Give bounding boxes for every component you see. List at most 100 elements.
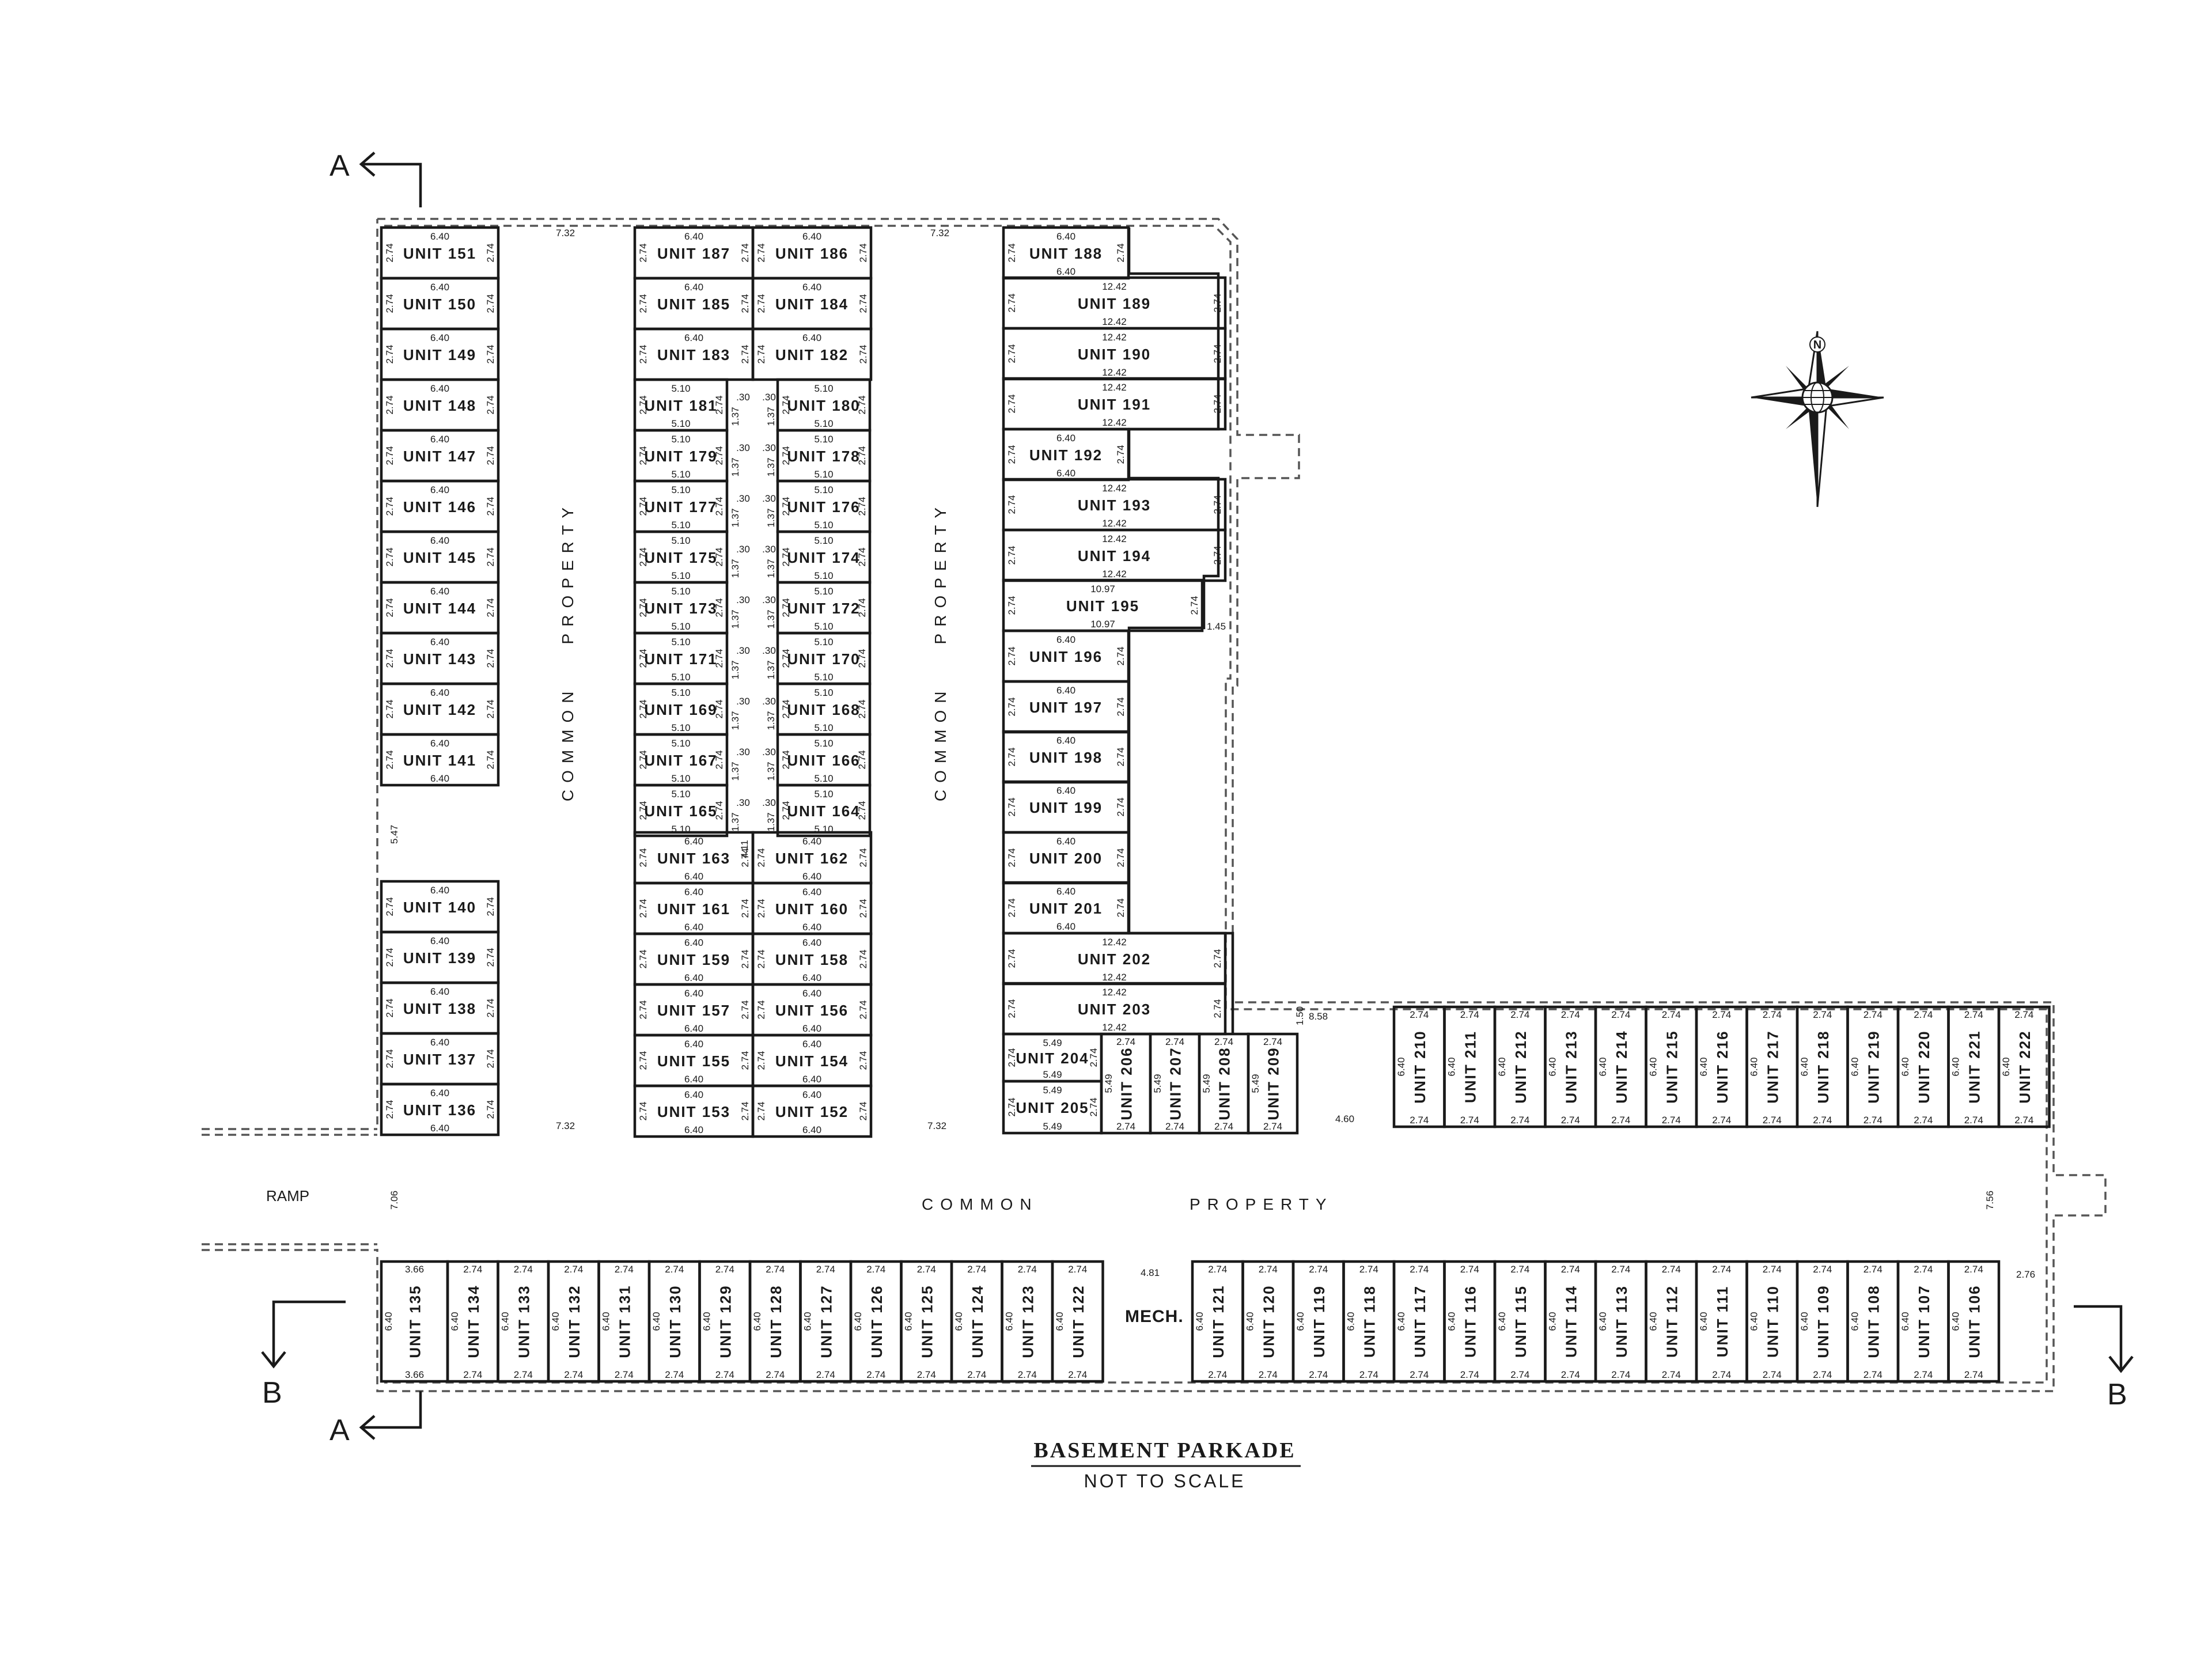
unit-label-182: UNIT 182 bbox=[775, 346, 849, 363]
unit-depth-dim: 2.74 bbox=[384, 547, 395, 566]
unit-label-125: UNIT 125 bbox=[918, 1285, 935, 1358]
unit-depth-dim: 2.74 bbox=[756, 949, 767, 968]
unit-depth-dim: 2.74 bbox=[740, 344, 751, 363]
unit-width-dim: 2.74 bbox=[1561, 1009, 1580, 1020]
unit-label-140: UNIT 140 bbox=[403, 899, 476, 916]
unit-width-dim: 2.74 bbox=[1763, 1264, 1782, 1275]
notch-dim: 1.37 bbox=[766, 559, 777, 578]
unit-label-113: UNIT 113 bbox=[1613, 1285, 1630, 1358]
unit-depth-dim: 2.74 bbox=[1212, 999, 1223, 1018]
unit-width-dim: 2.74 bbox=[766, 1369, 785, 1380]
unit-label-112: UNIT 112 bbox=[1663, 1285, 1680, 1358]
unit-width-dim: 2.74 bbox=[1964, 1264, 1983, 1275]
notch-dim: .30 bbox=[762, 392, 776, 403]
unit-209 bbox=[1247, 1032, 1299, 1135]
unit-width-dim: 2.74 bbox=[1561, 1369, 1580, 1380]
notch-dim: 1.37 bbox=[766, 711, 777, 730]
unit-width-dim: 2.74 bbox=[1813, 1264, 1832, 1275]
unit-label-138: UNIT 138 bbox=[403, 1000, 476, 1017]
unit-label-214: UNIT 214 bbox=[1613, 1030, 1630, 1103]
unit-width-dim: 2.74 bbox=[1263, 1121, 1282, 1132]
unit-depth-dim: 6.40 bbox=[903, 1312, 914, 1331]
unit-width-dim: 2.74 bbox=[1208, 1369, 1227, 1380]
unit-depth-dim: 6.40 bbox=[1194, 1312, 1205, 1331]
unit-label-169: UNIT 169 bbox=[644, 701, 717, 718]
unit-label-194: UNIT 194 bbox=[1078, 547, 1151, 565]
section-a-label: A bbox=[329, 1414, 350, 1447]
unit-depth-dim: 2.74 bbox=[781, 547, 791, 566]
unit-depth-dim: 2.74 bbox=[1212, 394, 1223, 413]
unit-depth-dim: 6.40 bbox=[1698, 1312, 1709, 1331]
unit-depth-dim: 2.74 bbox=[858, 1051, 869, 1070]
unit-label-215: UNIT 215 bbox=[1663, 1030, 1680, 1103]
unit-width-dim: 6.40 bbox=[684, 988, 703, 999]
unit-depth-dim: 2.74 bbox=[858, 1101, 869, 1120]
unit-label-153: UNIT 153 bbox=[657, 1103, 730, 1120]
unit-width-dim: 2.74 bbox=[816, 1369, 835, 1380]
unit-depth-dim: 2.74 bbox=[638, 949, 649, 968]
unit-width-dim: 6.40 bbox=[802, 1074, 821, 1085]
unit-width-dim: 5.10 bbox=[671, 586, 690, 597]
unit-depth-dim: 2.74 bbox=[485, 897, 496, 916]
unit-width-dim: 5.10 bbox=[814, 520, 833, 531]
unit-depth-dim: 2.74 bbox=[1006, 646, 1017, 665]
unit-165 bbox=[633, 783, 729, 838]
unit-label-133: UNIT 133 bbox=[515, 1285, 532, 1358]
unit-depth-dim: 6.40 bbox=[1346, 1312, 1357, 1331]
unit-label-111: UNIT 111 bbox=[1714, 1286, 1731, 1357]
unit-depth-dim: 2.74 bbox=[638, 243, 649, 262]
unit-label-212: UNIT 212 bbox=[1512, 1030, 1529, 1103]
unit-width-dim: 6.40 bbox=[430, 282, 449, 293]
unit-width-dim: 2.74 bbox=[1914, 1009, 1933, 1020]
unit-width-dim: 12.42 bbox=[1102, 316, 1127, 327]
unit-width-dim: 5.10 bbox=[814, 586, 833, 597]
unit-width-dim: 2.74 bbox=[1460, 1115, 1479, 1126]
unit-depth-dim: 2.74 bbox=[858, 344, 869, 363]
unit-width-dim: 2.74 bbox=[766, 1264, 785, 1275]
unit-depth-dim: 2.74 bbox=[1006, 848, 1017, 867]
unit-depth-dim: 6.40 bbox=[1004, 1312, 1015, 1331]
unit-depth-dim: 2.74 bbox=[740, 243, 751, 262]
unit-depth-dim: 2.74 bbox=[1006, 394, 1017, 413]
unit-depth-dim: 2.74 bbox=[1115, 797, 1126, 816]
unit-width-dim: 6.40 bbox=[802, 871, 821, 882]
unit-width-dim: 6.40 bbox=[1056, 468, 1075, 479]
unit-width-dim: 2.74 bbox=[1510, 1009, 1529, 1020]
unit-width-dim: 2.74 bbox=[1763, 1115, 1782, 1126]
unit-width-dim: 2.74 bbox=[1410, 1115, 1429, 1126]
unit-width-dim: 10.97 bbox=[1090, 584, 1115, 594]
unit-depth-dim: 2.74 bbox=[1115, 697, 1126, 716]
unit-width-dim: 6.40 bbox=[802, 1039, 821, 1050]
unit-width-dim: 12.42 bbox=[1102, 972, 1127, 983]
unit-width-dim: 2.74 bbox=[1259, 1369, 1278, 1380]
unit-depth-dim: 6.40 bbox=[1648, 1057, 1659, 1076]
unit-122 bbox=[1051, 1260, 1104, 1383]
unit-width-dim: 5.10 bbox=[671, 687, 690, 698]
unit-depth-dim: 2.74 bbox=[638, 395, 649, 414]
unit-width-dim: 2.74 bbox=[1914, 1264, 1933, 1275]
unit-label-147: UNIT 147 bbox=[403, 448, 476, 465]
unit-depth-dim: 2.74 bbox=[384, 243, 395, 262]
unit-width-dim: 2.74 bbox=[1018, 1264, 1037, 1275]
unit-label-222: UNIT 222 bbox=[2016, 1030, 2033, 1103]
unit-width-dim: 12.42 bbox=[1102, 987, 1127, 998]
unit-depth-dim: 2.74 bbox=[1115, 747, 1126, 766]
unit-depth-dim: 2.74 bbox=[485, 998, 496, 1017]
notch-dim: .30 bbox=[736, 747, 750, 757]
unit-label-183: UNIT 183 bbox=[657, 346, 730, 363]
unit-width-dim: 2.74 bbox=[1510, 1115, 1529, 1126]
unit-width-dim: 6.40 bbox=[684, 1039, 703, 1050]
unit-depth-dim: 2.74 bbox=[1115, 646, 1126, 665]
unit-label-114: UNIT 114 bbox=[1562, 1285, 1580, 1358]
unit-depth-dim: 2.74 bbox=[1006, 1048, 1017, 1067]
unit-width-dim: 2.74 bbox=[1068, 1369, 1087, 1380]
unit-depth-dim: 2.74 bbox=[756, 848, 767, 867]
unit-depth-dim: 2.74 bbox=[384, 1049, 395, 1068]
unit-width-dim: 2.74 bbox=[967, 1264, 986, 1275]
unit-depth-dim: 2.74 bbox=[858, 899, 869, 918]
unit-width-dim: 2.74 bbox=[665, 1264, 684, 1275]
unit-depth-dim: 2.74 bbox=[714, 598, 725, 617]
unit-depth-dim: 6.40 bbox=[651, 1312, 662, 1331]
unit-width-dim: 6.40 bbox=[802, 1089, 821, 1100]
